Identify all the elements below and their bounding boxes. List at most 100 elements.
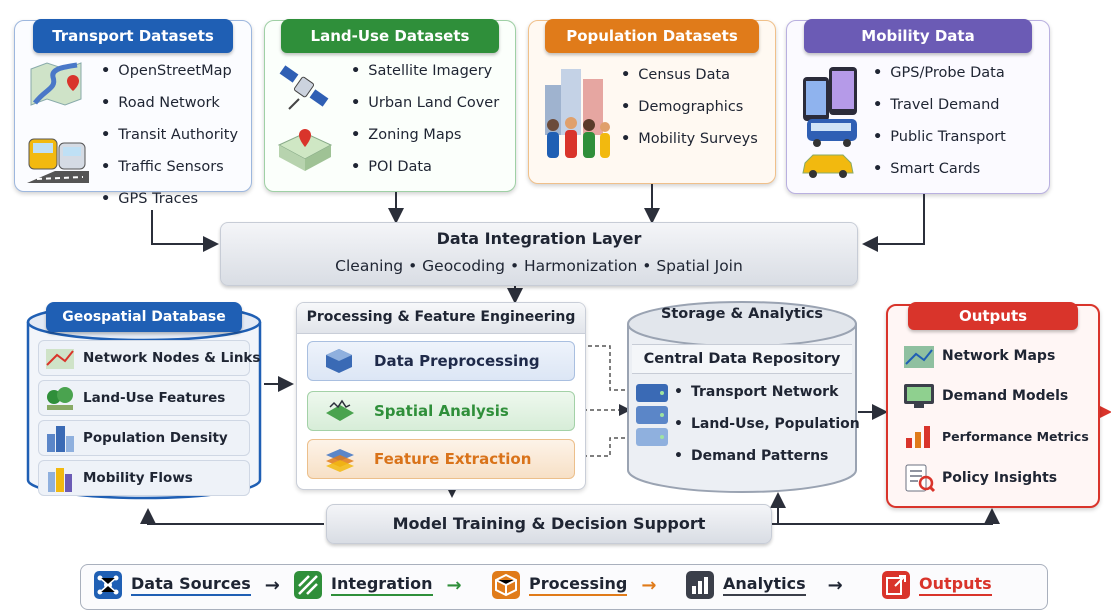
list-item: OpenStreetMap (101, 55, 238, 87)
policy-document-icon (905, 464, 936, 493)
legend-processing: Processing → (491, 565, 656, 605)
bar-chart-icon (906, 426, 930, 448)
zoning-map-icon (277, 129, 333, 171)
outputs-panel: Outputs Network Maps Demand Models Perfo… (886, 302, 1100, 508)
list-item: Census Data (621, 59, 758, 91)
processing-label: Spatial Analysis (374, 402, 509, 420)
geospatial-database: Geospatial Database Network Nodes & Link… (24, 300, 264, 502)
processing-icon (492, 571, 520, 599)
feature-layers-icon (326, 449, 354, 472)
people-city-icon (545, 69, 610, 158)
model-training-decision-support: Model Training & Decision Support (326, 504, 772, 544)
geo-row-label: Network Nodes & Links (83, 350, 261, 366)
integration-step: Cleaning (335, 257, 404, 275)
repository-title: Central Data Repository (632, 344, 852, 374)
storage-analytics: Storage & Analytics Central Data Reposit… (624, 298, 860, 496)
map-icon (904, 346, 934, 368)
landuse-datasets-list: Satellite Imagery Urban Land Cover Zonin… (351, 55, 499, 183)
analytics-icon (686, 571, 714, 599)
monitor-icon (904, 384, 934, 408)
processing-row-feature: Feature Extraction (307, 439, 575, 479)
list-item: Transport Network (674, 376, 860, 408)
population-datasets-list: Census Data Demographics Mobility Survey… (621, 59, 758, 155)
model-title: Model Training & Decision Support (392, 514, 706, 533)
geo-row: Land-Use Features (38, 380, 250, 416)
processing-label: Data Preprocessing (374, 352, 540, 370)
geo-row: Mobility Flows (38, 460, 250, 496)
geo-row: Population Density (38, 420, 250, 456)
transport-datasets-header: Transport Datasets (33, 19, 233, 53)
processing-label: Feature Extraction (374, 450, 532, 468)
processing-row-preprocessing: Data Preprocessing (307, 341, 575, 381)
integration-title: Data Integration Layer (436, 229, 642, 248)
processing-row-spatial: Spatial Analysis (307, 391, 575, 431)
population-datasets-header: Population Datasets (545, 19, 759, 53)
legend-label: Integration (331, 574, 433, 596)
storage-list: Transport Network Land-Use, Population D… (674, 376, 860, 472)
list-item: Traffic Sensors (101, 151, 238, 183)
road-map-icon (30, 62, 82, 106)
phone-bus-icon (802, 67, 857, 178)
transport-datasets-card: Transport Datasets OpenStreetMap Road Ne… (14, 19, 252, 207)
output-row: Demand Models (898, 380, 1092, 412)
legend-label: Outputs (919, 574, 992, 596)
integration-step: Harmonization (524, 257, 638, 275)
city-flows-icon (48, 468, 72, 492)
legend-integration: Integration → (293, 565, 462, 605)
mobility-data-card: Mobility Data GPS/Probe Data Travel Dema… (786, 19, 1050, 194)
legend-analytics: Analytics → (685, 565, 843, 605)
list-item: Urban Land Cover (351, 87, 499, 119)
data-sources-icon (94, 571, 122, 599)
list-item: Demand Patterns (674, 440, 860, 472)
mobility-data-header: Mobility Data (804, 19, 1032, 53)
geo-row-label: Land-Use Features (83, 390, 226, 406)
network-map-icon (46, 349, 74, 369)
list-item: Transit Authority (101, 119, 238, 151)
geo-row-label: Population Density (83, 430, 228, 446)
cube-icon (326, 349, 352, 373)
list-item: Smart Cards (873, 153, 1006, 185)
legend-arrow: → (827, 574, 843, 596)
storage-title: Storage & Analytics (660, 306, 824, 322)
data-integration-layer: Data Integration Layer Cleaning • Geocod… (220, 222, 858, 286)
output-row: Policy Insights (898, 462, 1092, 494)
geo-row-label: Mobility Flows (83, 470, 193, 486)
legend-label: Analytics (723, 574, 806, 596)
output-label: Demand Models (942, 388, 1069, 404)
list-item: Demographics (621, 91, 758, 123)
processing-header: Processing & Feature Engineering (297, 303, 585, 334)
output-row: Network Maps (898, 340, 1092, 372)
legend-arrow: → (641, 574, 657, 596)
server-stack-icon (636, 384, 668, 446)
list-item: Zoning Maps (351, 119, 499, 151)
legend-outputs: Outputs (881, 565, 992, 605)
list-item: POI Data (351, 151, 499, 183)
list-item: GPS/Probe Data (873, 57, 1006, 89)
processing-title: Processing & Feature Engineering (306, 309, 576, 325)
transport-datasets-list: OpenStreetMap Road Network Transit Autho… (101, 55, 238, 215)
integration-steps: Cleaning • Geocoding • Harmonization • S… (335, 257, 743, 275)
trees-icon (47, 387, 73, 410)
outputs-icon (882, 571, 910, 599)
list-item: Public Transport (873, 121, 1006, 153)
output-label: Policy Insights (942, 470, 1058, 486)
geospatial-database-header: Geospatial Database (46, 302, 242, 332)
satellite-icon (279, 65, 329, 110)
legend-bar: Data Sources → Integration → Processing … (80, 564, 1048, 610)
legend-label: Processing (529, 574, 628, 596)
legend-data-sources: Data Sources → (93, 565, 280, 605)
spatial-layers-icon (326, 399, 354, 421)
list-item: GPS Traces (101, 183, 238, 215)
processing-panel: Processing & Feature Engineering Data Pr… (296, 302, 586, 490)
legend-arrow: → (446, 574, 462, 596)
integration-icon (294, 571, 322, 599)
outputs-header: Outputs (908, 302, 1078, 330)
list-item: Mobility Surveys (621, 123, 758, 155)
mobility-data-list: GPS/Probe Data Travel Demand Public Tran… (873, 57, 1006, 185)
landuse-datasets-header: Land-Use Datasets (281, 19, 499, 53)
list-item: Land-Use, Population (674, 408, 860, 440)
landuse-datasets-card: Land-Use Datasets Satellite Imagery Urba… (264, 19, 516, 192)
list-item: Road Network (101, 87, 238, 119)
population-datasets-card: Population Datasets Census Data Demograp… (528, 19, 776, 184)
output-label: Network Maps (942, 348, 1056, 364)
